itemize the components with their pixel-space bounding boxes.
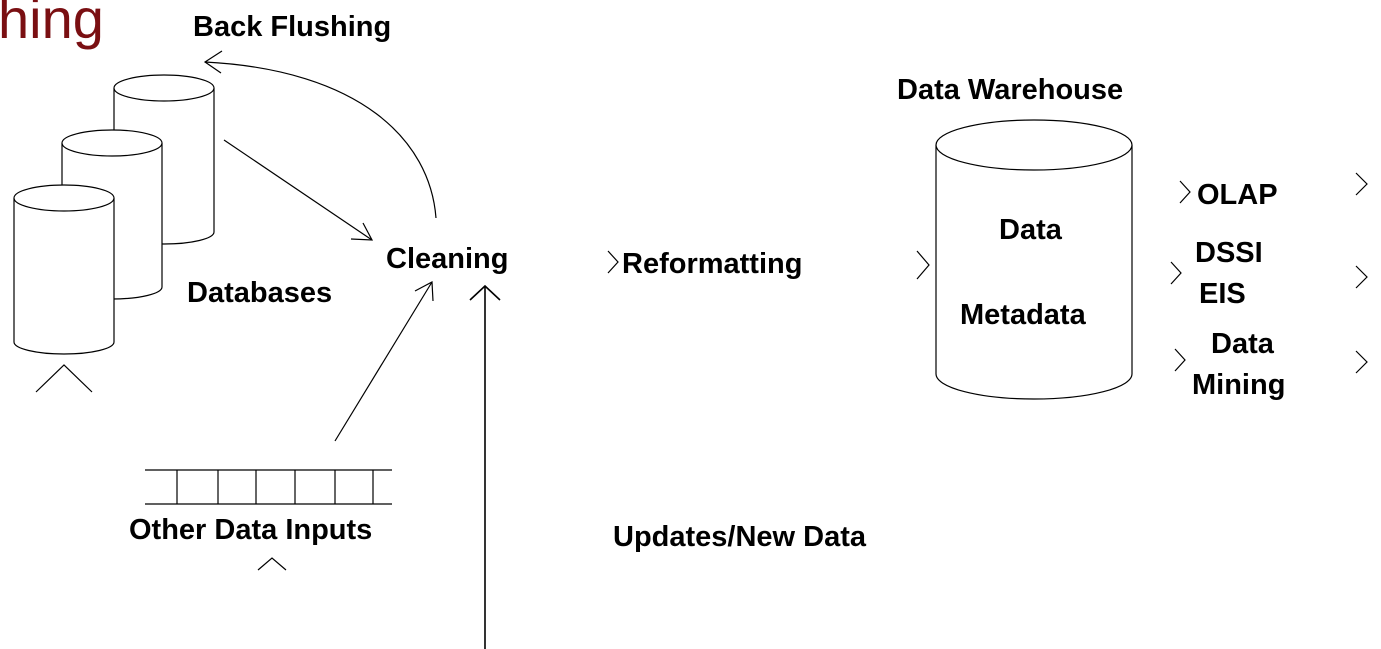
slide-title-fragment: hing [0,0,104,50]
back-flushing-arrow [204,61,437,219]
output-eis-label: EIS [1199,278,1246,310]
updates-arrowhead [469,284,501,301]
olap-in-chevron-icon [1179,180,1191,204]
database-cylinder-front [13,184,115,355]
mining-in-chevron-icon [1174,348,1186,372]
back-flushing-label: Back Flushing [193,11,391,43]
updates-new-data-label: Updates/New Data [613,521,867,553]
dssi-in-chevron-icon [1170,261,1182,285]
output-olap-label: OLAP [1197,179,1278,211]
dssi-out-chevron-icon [1355,265,1368,289]
mining-out-chevron-icon [1355,350,1368,374]
data-warehouse-cylinder [935,119,1133,400]
other-data-inputs-queue [145,469,392,505]
databases-caret-icon [35,364,93,393]
output-mining-label: Mining [1192,369,1285,401]
databases-label: Databases [187,277,332,309]
output-dssi-label: DSSI [1195,237,1263,269]
other-data-inputs-label: Other Data Inputs [129,514,372,546]
cleaning-label: Cleaning [386,243,508,275]
inputs-to-cleaning-arrowhead [414,281,434,302]
data-warehouse-label: Data Warehouse [897,74,1123,106]
databases-to-cleaning-arrowhead [350,222,374,241]
warehouse-data-label: Data [999,214,1063,246]
other-inputs-caret-icon [257,557,287,571]
databases-to-cleaning-arrow [223,139,373,241]
back-flushing-arrowhead [203,50,223,74]
olap-out-chevron-icon [1355,172,1368,196]
cleaning-to-reformatting-chevron-icon [607,250,619,274]
warehouse-metadata-label: Metadata [960,299,1087,331]
reformatting-label: Reformatting [622,248,802,280]
inputs-to-cleaning-arrow [334,281,433,442]
reformatting-to-warehouse-chevron-icon [916,250,930,280]
output-data-label: Data [1211,328,1275,360]
